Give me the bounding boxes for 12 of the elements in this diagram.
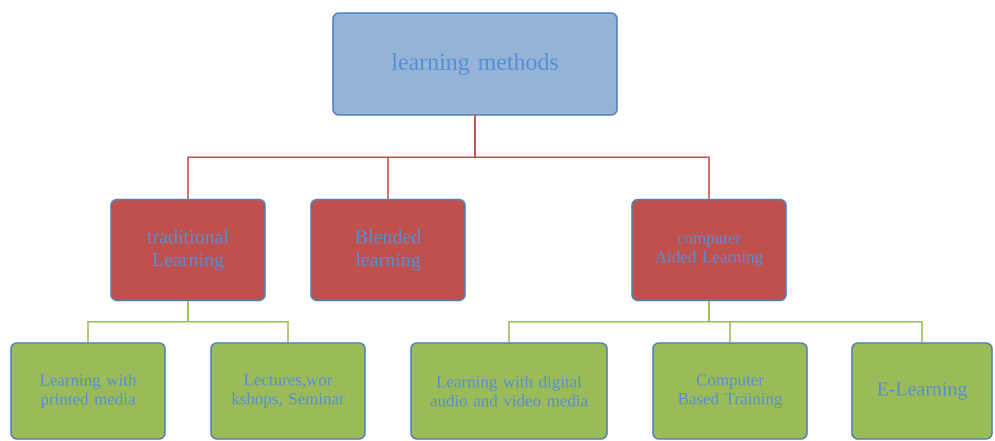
node-box: Learning with digital audio and video media [410,342,608,440]
node-box: computer Aided Learning [631,198,787,302]
node-box: Lectures,wor kshops, Seminar [210,342,366,440]
connector [187,301,289,342]
connector [708,301,923,342]
node-box: Blended learning [310,198,466,302]
node-box: Learning with printed media [10,342,166,440]
node-box: traditional Learning [110,198,266,302]
node-box: Computer Based Training [652,342,808,440]
connector [474,116,710,199]
node-box: E-Learning [851,342,993,440]
node-box: learning methods [332,12,618,116]
